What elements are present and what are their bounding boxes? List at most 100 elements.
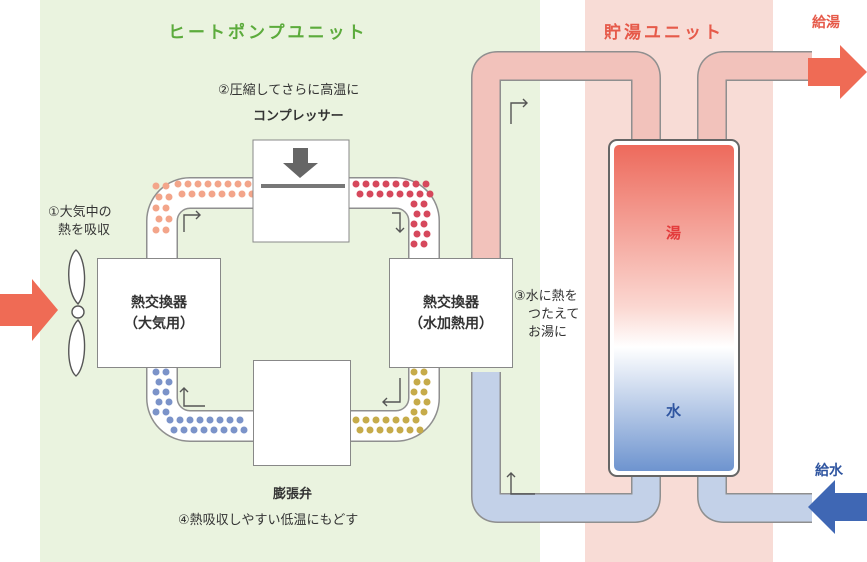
refrigerant-particle (416, 426, 424, 434)
compressor-piston-icon (252, 139, 350, 243)
refrigerant-particle (180, 426, 188, 434)
refrigerant-particle (423, 210, 431, 218)
step3-line3: お湯に (528, 325, 568, 340)
refrigerant-particle (352, 416, 360, 424)
refrigerant-particle (382, 180, 390, 188)
refrigerant-particle (386, 190, 394, 198)
refrigerant-particle (162, 204, 170, 212)
refrigerant-particle (198, 190, 206, 198)
refrigerant-particle (204, 180, 212, 188)
refrigerant-particle (366, 190, 374, 198)
refrigerant-particle (170, 426, 178, 434)
refrigerant-particle (165, 215, 173, 223)
flow-arrow-icon (392, 212, 405, 233)
refrigerant-particle (196, 416, 204, 424)
flow-arrow-icon (506, 472, 535, 495)
step1-line2: 熱を吸収 (58, 223, 111, 238)
refrigerant-particle (423, 230, 431, 238)
refrigerant-particle (208, 190, 216, 198)
refrigerant-particle (152, 408, 160, 416)
flow-arrow-icon (179, 387, 205, 407)
refrigerant-particle (152, 182, 160, 190)
refrigerant-particle (356, 426, 364, 434)
refrigerant-particle (214, 180, 222, 188)
refrigerant-particle (155, 398, 163, 406)
refrigerant-particle (186, 416, 194, 424)
refrigerant-particle (420, 388, 428, 396)
refrigerant-particle (244, 180, 252, 188)
refrigerant-particle (362, 416, 370, 424)
refrigerant-particle (226, 416, 234, 424)
refrigerant-particle (352, 180, 360, 188)
air-heat-exchanger-line1: 熱交換器 (131, 295, 187, 311)
refrigerant-particle (190, 426, 198, 434)
heat-pump-unit-title: ヒートポンプユニット (168, 23, 368, 43)
refrigerant-particle (174, 180, 182, 188)
water-heat-exchanger-line2: （水加熱用） (409, 316, 493, 332)
cold-water-pipe (471, 372, 812, 523)
tank-hot-label: 湯 (666, 224, 682, 242)
refrigerant-particle (410, 240, 418, 248)
refrigerant-particle (152, 388, 160, 396)
air-heat-exchanger-line2: （大気用） (124, 316, 194, 332)
refrigerant-particle (162, 388, 170, 396)
refrigerant-particle (426, 190, 434, 198)
cold-supply-label: 給水 (815, 463, 843, 479)
refrigerant-particle (422, 180, 430, 188)
refrigerant-particle (413, 398, 421, 406)
water-heat-exchanger: 熱交換器 （水加熱用） (389, 258, 513, 368)
refrigerant-particle (228, 190, 236, 198)
refrigerant-particle (396, 190, 404, 198)
compressor-label: コンプレッサー (253, 109, 344, 124)
refrigerant-particle (372, 416, 380, 424)
refrigerant-particle (392, 180, 400, 188)
refrigerant-particle (423, 398, 431, 406)
refrigerant-particle (155, 378, 163, 386)
refrigerant-particle (416, 190, 424, 198)
refrigerant-particle (234, 180, 242, 188)
refrigerant-particle (406, 426, 414, 434)
refrigerant-particle (165, 193, 173, 201)
refrigerant-particle (402, 180, 410, 188)
hot-supply-arrow-icon (808, 45, 867, 99)
refrigerant-particle (366, 426, 374, 434)
refrigerant-particle (420, 368, 428, 376)
storage-unit-title: 貯湯ユニット (604, 23, 724, 43)
refrigerant-particle (382, 416, 390, 424)
refrigerant-particle (162, 408, 170, 416)
refrigerant-particle (412, 416, 420, 424)
refrigerant-particle (206, 416, 214, 424)
refrigerant-particle (413, 378, 421, 386)
step3-line2: つたえて (528, 307, 580, 322)
refrigerant-particle (162, 368, 170, 376)
refrigerant-particle (216, 416, 224, 424)
refrigerant-particle (178, 190, 186, 198)
refrigerant-particle (152, 226, 160, 234)
hot-supply-label: 給湯 (812, 15, 840, 31)
refrigerant-particle (420, 408, 428, 416)
refrigerant-particle (376, 426, 384, 434)
refrigerant-particle (420, 240, 428, 248)
refrigerant-particle (392, 416, 400, 424)
refrigerant-particle (218, 190, 226, 198)
fan-icon (68, 249, 86, 377)
refrigerant-particle (402, 416, 410, 424)
refrigerant-particle (152, 204, 160, 212)
refrigerant-particle (362, 180, 370, 188)
step3-line1: ③水に熱を (514, 289, 578, 304)
flow-arrows (179, 98, 535, 495)
refrigerant-particle (236, 416, 244, 424)
refrigerant-particle (155, 215, 163, 223)
refrigerant-particle (372, 180, 380, 188)
refrigerant-particle (176, 416, 184, 424)
refrigerant-particle (166, 416, 174, 424)
refrigerant-particle (220, 426, 228, 434)
refrigerant-particle (200, 426, 208, 434)
step1-line1: ①大気中の (48, 205, 112, 220)
refrigerant-particle (188, 190, 196, 198)
refrigerant-particle (356, 190, 364, 198)
refrigerant-particle (155, 193, 163, 201)
expansion-valve-label: 膨張弁 (273, 487, 313, 502)
tank-water-label: 水 (666, 402, 682, 420)
refrigerant-particle (396, 426, 404, 434)
